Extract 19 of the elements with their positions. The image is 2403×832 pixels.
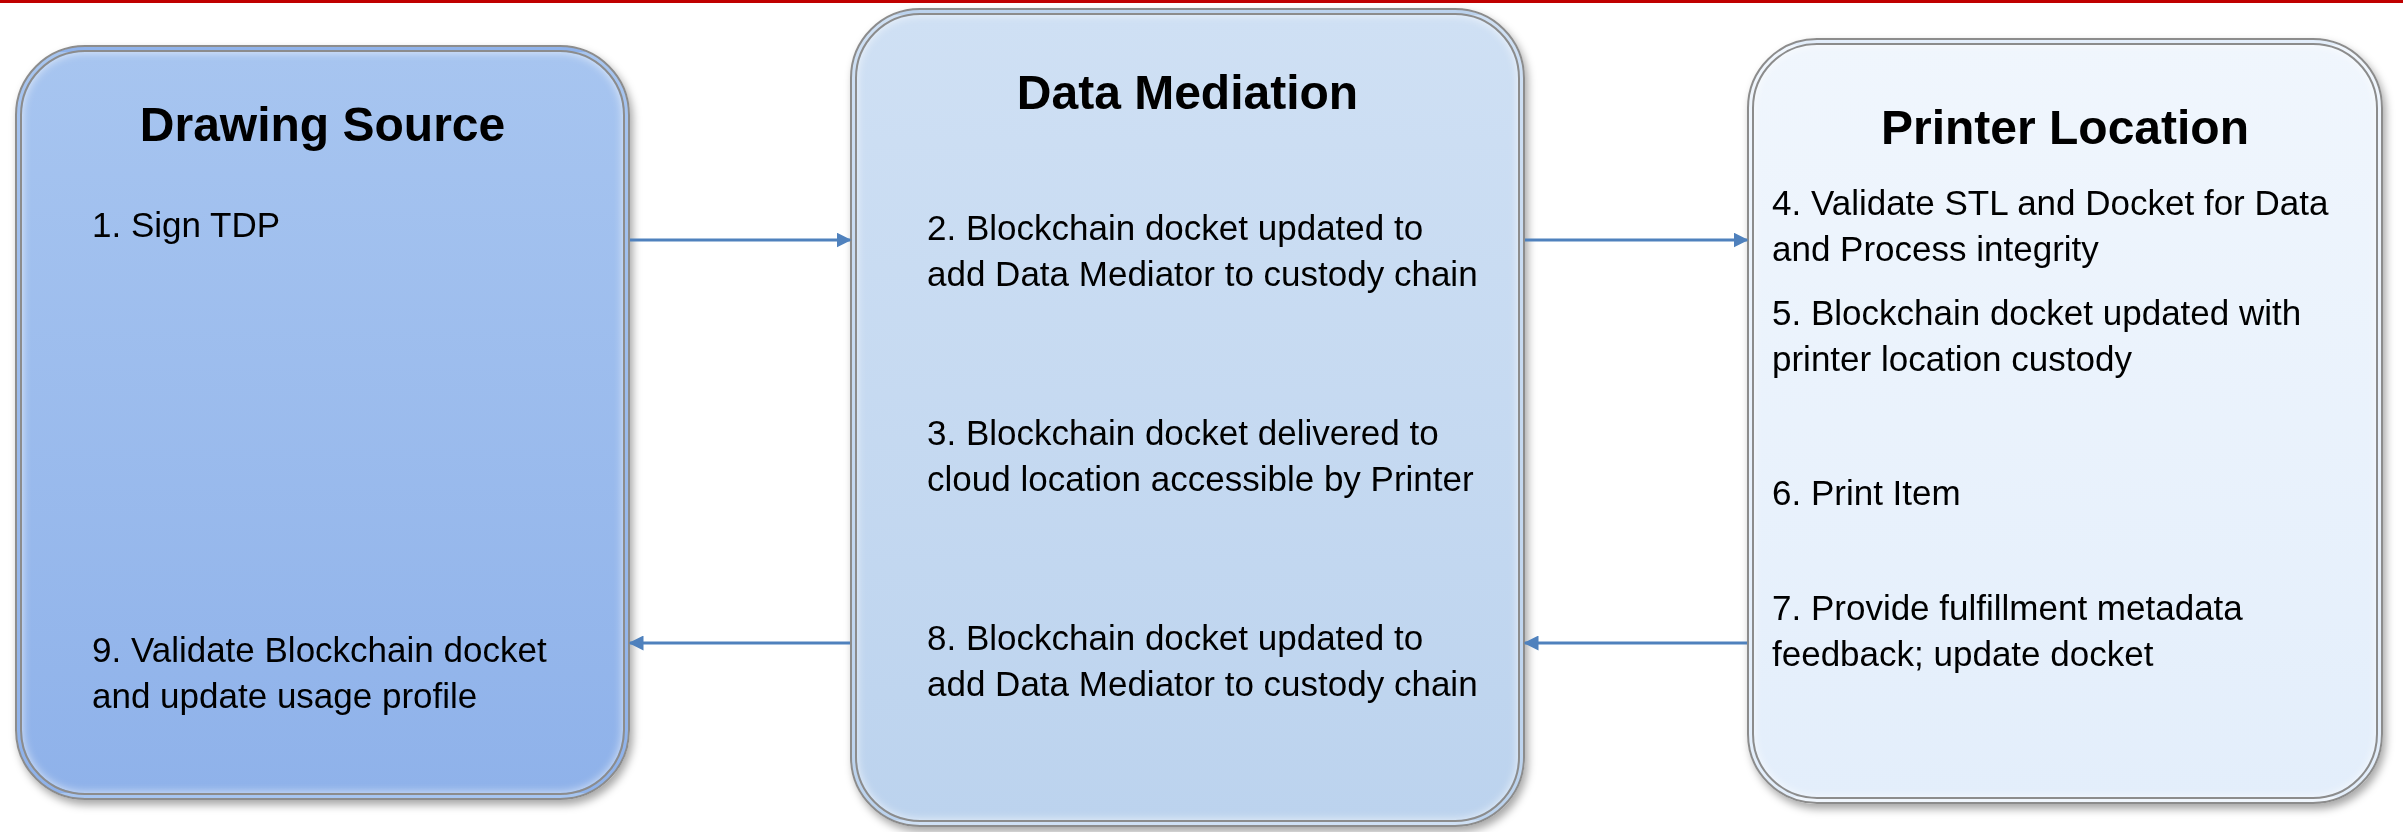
arrow <box>1525 232 1749 248</box>
step-text: 5. Blockchain docket updated with printer location custody <box>1772 292 2303 380</box>
step-text: 4. Validate STL and Docket for Data and Process integrity <box>1772 182 2330 270</box>
step-text: 3. Blockchain docket delivered to cloud location accessible by Printer <box>927 412 1475 500</box>
step-text: 1. Sign TDP <box>92 204 282 246</box>
step-text: 2. Blockchain docket updated to add Data Mediator to custody chain <box>927 207 1479 295</box>
box-heading: Data Mediation <box>1015 65 1360 120</box>
box-heading: Drawing Source <box>138 97 507 152</box>
box-heading: Printer Location <box>1879 100 2250 155</box>
step-text: 6. Print Item <box>1772 472 1962 514</box>
arrow <box>628 635 850 651</box>
rounded-box <box>1747 38 2383 804</box>
rounded-box <box>850 8 1525 827</box>
arrow <box>630 232 852 248</box>
step-text: 7. Provide fulfillment metadata feedback; update docket <box>1772 587 2244 675</box>
arrow <box>1523 635 1747 651</box>
step-text: 9. Validate Blockchain docket and update usage profile <box>92 629 548 717</box>
rounded-box <box>15 45 630 800</box>
step-text: 8. Blockchain docket updated to add Data Mediator to custody chain <box>927 617 1479 705</box>
